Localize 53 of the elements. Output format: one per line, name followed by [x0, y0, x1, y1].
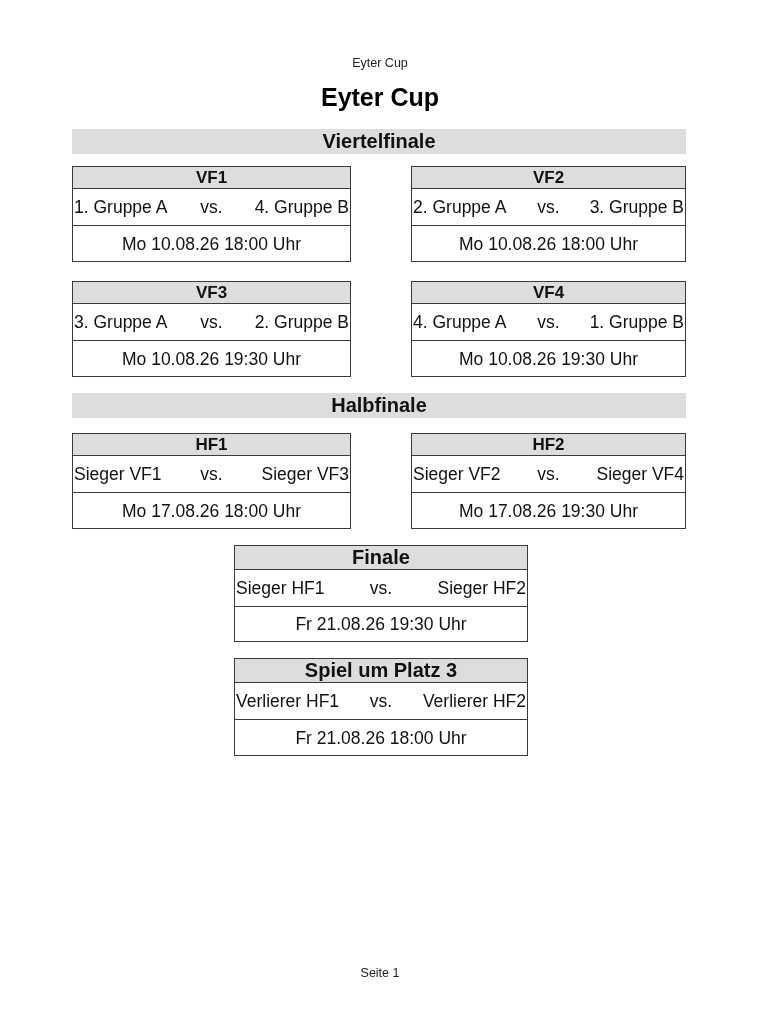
match-date: Mo 17.08.26 19:30 Uhr	[459, 500, 638, 521]
match-date: Mo 17.08.26 18:00 Uhr	[122, 500, 301, 521]
match-card	[72, 281, 351, 377]
match-date: Mo 10.08.26 18:00 Uhr	[459, 233, 638, 254]
versus-label: vs.	[537, 464, 560, 484]
team-name: 1. Gruppe A	[74, 197, 168, 217]
section-banner: Viertelfinale	[72, 129, 686, 154]
team-name: Verlierer HF2	[422, 691, 526, 711]
match-date: Mo 10.08.26 19:30 Uhr	[459, 348, 638, 369]
versus-label: vs.	[200, 312, 223, 332]
team-name: 4. Gruppe B	[254, 197, 349, 217]
match-card	[411, 281, 686, 377]
match-header: Finale	[235, 546, 527, 570]
versus-label: vs.	[537, 312, 560, 332]
team-name: Sieger VF2	[413, 464, 501, 484]
section-banner: Halbfinale	[72, 393, 686, 418]
team-name: 3. Gruppe A	[74, 312, 168, 332]
match-date: Mo 10.08.26 19:30 Uhr	[122, 348, 301, 369]
match-header: VF3	[73, 282, 350, 304]
team-name: Sieger VF3	[261, 464, 349, 484]
match-header: VF4	[412, 282, 685, 304]
match-header: VF1	[73, 167, 350, 189]
match-card	[411, 433, 686, 529]
page-header: Eyter Cup	[352, 56, 408, 71]
match-date: Fr 21.08.26 19:30 Uhr	[295, 614, 467, 634]
team-name: 2. Gruppe B	[254, 312, 349, 332]
page-title: Eyter Cup	[320, 82, 440, 112]
team-name: Sieger VF1	[74, 464, 162, 484]
versus-label: vs.	[200, 197, 223, 217]
team-name: 1. Gruppe B	[589, 312, 684, 332]
team-name: Sieger HF2	[437, 578, 526, 598]
versus-label: vs.	[369, 578, 393, 598]
versus-label: vs.	[369, 691, 393, 711]
match-card	[234, 658, 528, 756]
team-name: 3. Gruppe B	[589, 197, 684, 217]
match-card	[411, 166, 686, 262]
match-header: VF2	[412, 167, 685, 189]
match-card	[234, 545, 528, 642]
match-header: HF2	[412, 434, 685, 456]
match-card	[72, 433, 351, 529]
page-number: Seite 1	[360, 966, 400, 981]
team-name: 2. Gruppe A	[413, 197, 507, 217]
team-name: Verlierer HF1	[236, 691, 340, 711]
team-name: 4. Gruppe A	[413, 312, 507, 332]
match-header: Spiel um Platz 3	[235, 659, 527, 683]
match-card	[72, 166, 351, 262]
versus-label: vs.	[537, 197, 560, 217]
match-date: Fr 21.08.26 18:00 Uhr	[295, 727, 467, 748]
versus-label: vs.	[200, 464, 223, 484]
match-date: Mo 10.08.26 18:00 Uhr	[122, 233, 301, 254]
team-name: Sieger HF1	[236, 578, 325, 598]
match-header: HF1	[73, 434, 350, 456]
team-name: Sieger VF4	[596, 464, 684, 484]
